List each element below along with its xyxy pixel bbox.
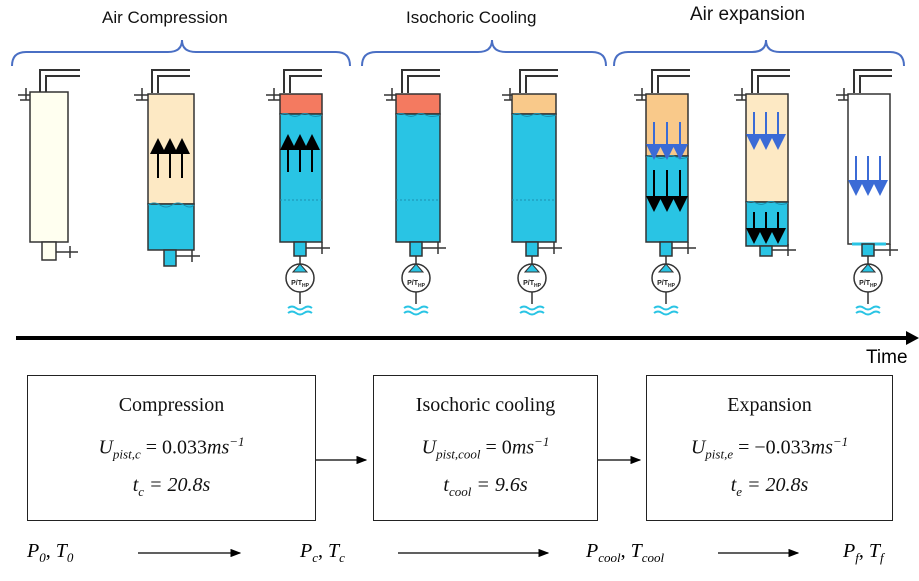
brace-expansion — [613, 39, 905, 67]
cylinder-6 — [634, 69, 696, 257]
phase-label-compression: Air Compression — [102, 8, 228, 27]
cylinder-7 — [734, 69, 796, 257]
cylinder-1 — [18, 69, 80, 261]
pump-label-5: P/THP — [859, 280, 878, 289]
box-title: Expansion — [727, 394, 812, 416]
timeline-arrowhead — [906, 331, 919, 345]
time-label: Time — [866, 347, 908, 368]
box-title: Isochoric cooling — [415, 394, 556, 416]
box-duration: te = 20.8s — [730, 474, 809, 499]
pump-4 — [651, 256, 681, 316]
box-title: Compression — [118, 394, 225, 416]
box-velocity: Upist,c = 0.033ms−1 — [98, 434, 245, 462]
box-duration: tcool = 9.6s — [443, 474, 528, 499]
brace-compression — [11, 39, 351, 67]
box-expansion: Expansion Upist,e = −0.033ms−1 te = 20.8… — [646, 375, 893, 521]
state-final: Pf, Tf — [843, 540, 884, 565]
pump-2 — [401, 256, 431, 316]
pump-label-2: P/THP — [407, 280, 426, 289]
cylinder-4 — [384, 69, 446, 257]
pump-3 — [517, 256, 547, 316]
cylinder-8 — [836, 69, 898, 257]
box-velocity: Upist,e = −0.033ms−1 — [690, 434, 849, 462]
pump-label-3: P/THP — [523, 280, 542, 289]
pump-1 — [285, 256, 315, 316]
pump-5 — [853, 256, 883, 316]
box-compression: Compression Upist,c = 0.033ms−1 tc = 20.… — [27, 375, 316, 521]
phase-label-cooling: Isochoric Cooling — [406, 8, 537, 27]
brace-cooling — [361, 39, 607, 67]
box-velocity: Upist,cool = 0ms−1 — [421, 434, 550, 462]
cylinder-3 — [266, 69, 330, 257]
phase-label-expansion: Air expansion — [690, 4, 806, 25]
state-cooled: Pcool, Tcool — [586, 540, 665, 565]
state-compressed: Pc, Tc — [300, 540, 345, 565]
pump-label-1: P/THP — [291, 280, 310, 289]
cylinder-2 — [134, 69, 200, 267]
box-cooling: Isochoric cooling Upist,cool = 0ms−1 tco… — [373, 375, 598, 521]
box-duration: tc = 20.8s — [132, 474, 211, 499]
cylinder-5 — [502, 69, 562, 257]
pump-label-4: P/THP — [657, 280, 676, 289]
state-initial: P0, T0 — [27, 540, 74, 565]
